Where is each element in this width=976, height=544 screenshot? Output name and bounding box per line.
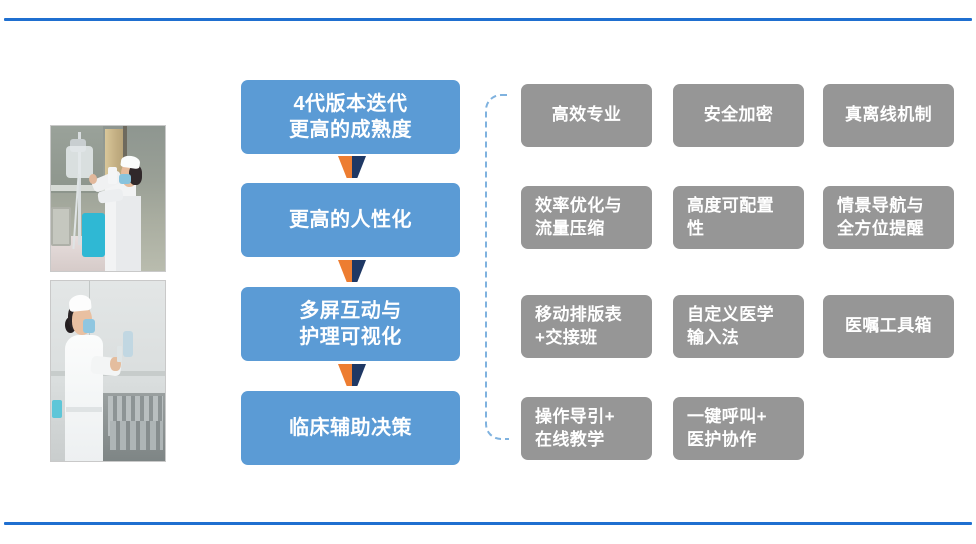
feature-box-r2c2[interactable]: 高度可配置 性 xyxy=(673,186,804,249)
feature-box-r3c1[interactable]: 移动排版表 +交接班 xyxy=(521,295,652,358)
photo-nurse-iv-content xyxy=(51,126,165,271)
photo1-nurse-coat-shadow xyxy=(115,195,142,271)
photo2-drip-set xyxy=(122,331,134,357)
flow-step-2[interactable]: 更高的人性化 xyxy=(241,183,460,257)
feature-box-r4c2[interactable]: 一键呼叫+ 医护协作 xyxy=(673,397,804,460)
feature-box-r1c2[interactable]: 安全加密 xyxy=(673,84,804,147)
top-divider-rule xyxy=(4,18,972,21)
feature-box-r1c1[interactable]: 高效专业 xyxy=(521,84,652,147)
feature-box-r4c1[interactable]: 操作导引+ 在线教学 xyxy=(521,397,652,460)
flow-arrow-3-right-half xyxy=(352,364,366,386)
photo2-nurse-hand xyxy=(110,356,121,371)
flow-arrow-2-left-half xyxy=(338,260,352,282)
flow-arrow-1 xyxy=(338,156,366,178)
dashed-bracket-connector xyxy=(485,94,509,440)
photo-nurse-medication xyxy=(50,280,166,462)
photo2-bin xyxy=(52,399,63,418)
photo-nurse-iv xyxy=(50,125,166,272)
flow-arrow-2-right-half xyxy=(352,260,366,282)
feature-box-r3c2[interactable]: 自定义医学 输入法 xyxy=(673,295,804,358)
flow-arrow-1-left-half xyxy=(338,156,352,178)
feature-box-r1c3[interactable]: 真离线机制 xyxy=(823,84,954,147)
photo1-blue-bag xyxy=(81,213,105,257)
photo1-nurse-hand xyxy=(88,173,97,184)
flow-step-1[interactable]: 4代版本迭代 更高的成熟度 xyxy=(241,80,460,154)
photo1-iv-bag xyxy=(65,146,94,179)
photo1-nurse-hair xyxy=(128,165,143,186)
photo1-scanner-device xyxy=(108,166,118,184)
flow-step-4[interactable]: 临床辅助决策 xyxy=(241,391,460,465)
feature-box-r2c3[interactable]: 情景导航与 全方位提醒 xyxy=(823,186,954,249)
flow-arrow-2 xyxy=(338,260,366,282)
photo1-iv-pole xyxy=(78,131,82,245)
flow-arrow-3 xyxy=(338,364,366,386)
flow-step-3[interactable]: 多屏互动与 护理可视化 xyxy=(241,287,460,361)
bottom-divider-rule xyxy=(4,522,972,525)
flow-arrow-3-left-half xyxy=(338,364,352,386)
photo-nurse-medication-content xyxy=(51,281,165,461)
photo1-bed-rail xyxy=(51,207,71,246)
flow-arrow-1-right-half xyxy=(352,156,366,178)
photo2-nurse-mask xyxy=(82,318,96,334)
feature-box-r2c1[interactable]: 效率优化与 流量压缩 xyxy=(521,186,652,249)
photo2-medication-vial xyxy=(117,345,122,362)
photo2-nurse-cap xyxy=(68,294,92,313)
photo2-nurse-coat xyxy=(64,335,104,461)
photo2-tray-row-lower xyxy=(110,421,163,451)
photo1-nurse-mask xyxy=(119,173,131,184)
photo2-nurse-belt xyxy=(65,407,103,413)
feature-box-r3c3[interactable]: 医嘱工具箱 xyxy=(823,295,954,358)
